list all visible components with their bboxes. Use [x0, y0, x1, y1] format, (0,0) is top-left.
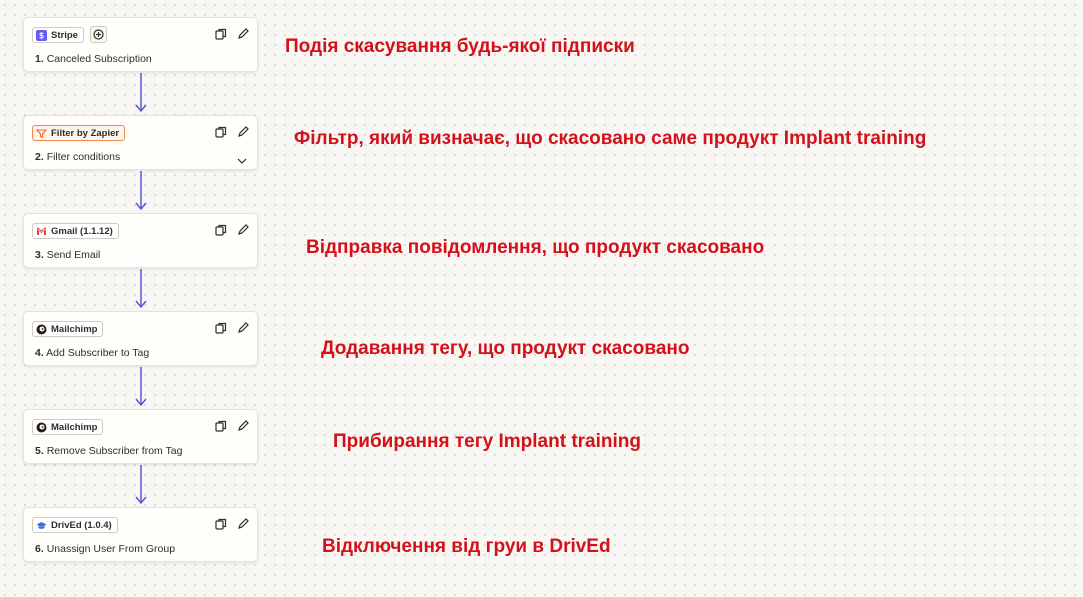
app-tag-mailchimp[interactable]: Mailchimp: [32, 419, 104, 435]
stripe-icon: $: [36, 29, 47, 41]
gmail-icon: [36, 226, 47, 237]
step-title: 5. Remove Subscriber from Tag: [35, 445, 183, 457]
duplicate-icon[interactable]: [215, 126, 227, 138]
app-tag-mailchimp[interactable]: Mailchimp: [32, 321, 104, 337]
svg-text:$: $: [39, 31, 44, 40]
duplicate-icon[interactable]: [215, 518, 227, 530]
plus-circle-icon: [93, 29, 104, 40]
annotation-6: Відключення від груи в DrivEd: [322, 536, 611, 557]
filter-icon: [36, 128, 47, 139]
annotation-3: Відправка повідомлення, що продукт скасо…: [306, 237, 765, 258]
annotation-1: Подія скасування будь-якої підписки: [285, 36, 635, 57]
graduation-cap-icon: [36, 520, 47, 531]
edit-pencil-icon[interactable]: [237, 28, 249, 40]
edit-pencil-icon[interactable]: [237, 126, 249, 138]
edit-pencil-icon[interactable]: [237, 518, 249, 530]
annotation-5: Прибирання тегу Implant training: [333, 431, 641, 452]
app-tag-gmail[interactable]: Gmail (1.1.12): [32, 223, 119, 239]
duplicate-icon[interactable]: [215, 420, 227, 432]
app-name: DrivEd (1.0.4): [51, 519, 112, 531]
mailchimp-icon: [36, 324, 47, 335]
chevron-down-icon[interactable]: [237, 152, 247, 170]
add-trigger-button[interactable]: [90, 26, 107, 43]
app-tag-filter[interactable]: Filter by Zapier: [32, 125, 126, 141]
connector-3-4: [135, 269, 147, 309]
app-name: Mailchimp: [51, 323, 98, 335]
duplicate-icon[interactable]: [215, 224, 227, 236]
app-tag-drived[interactable]: DrivEd (1.0.4): [32, 517, 118, 533]
duplicate-icon[interactable]: [215, 322, 227, 334]
app-name: Stripe: [51, 29, 78, 41]
app-tag-stripe[interactable]: $ Stripe: [32, 27, 84, 43]
step-title: 3. Send Email: [35, 249, 101, 261]
app-name: Filter by Zapier: [51, 127, 120, 139]
step-card-1[interactable]: $ Stripe 1. Canceled Subscription: [23, 17, 258, 72]
connector-4-5: [135, 367, 147, 407]
edit-pencil-icon[interactable]: [237, 224, 249, 236]
mailchimp-icon: [36, 422, 47, 433]
connector-2-3: [135, 171, 147, 211]
step-card-6[interactable]: DrivEd (1.0.4) 6. Unassign User From Gro…: [23, 507, 258, 562]
step-title: 6. Unassign User From Group: [35, 543, 176, 555]
step-title: 4. Add Subscriber to Tag: [35, 347, 150, 359]
annotation-4: Додавання тегу, що продукт скасовано: [321, 338, 690, 359]
step-card-4[interactable]: Mailchimp 4. Add Subscriber to Tag: [23, 311, 258, 366]
app-name: Mailchimp: [51, 421, 98, 433]
step-card-3[interactable]: Gmail (1.1.12) 3. Send Email: [23, 213, 258, 268]
annotation-2: Фільтр, який визначає, що скасовано саме…: [294, 128, 927, 149]
step-card-5[interactable]: Mailchimp 5. Remove Subscriber from Tag: [23, 409, 258, 464]
step-card-2[interactable]: Filter by Zapier 2. Filter conditions: [23, 115, 258, 170]
step-title: 2. Filter conditions: [35, 151, 121, 163]
duplicate-icon[interactable]: [215, 28, 227, 40]
edit-pencil-icon[interactable]: [237, 322, 249, 334]
step-title: 1. Canceled Subscription: [35, 53, 152, 65]
connector-5-6: [135, 465, 147, 505]
app-name: Gmail (1.1.12): [51, 225, 113, 237]
connector-1-2: [135, 73, 147, 113]
edit-pencil-icon[interactable]: [237, 420, 249, 432]
